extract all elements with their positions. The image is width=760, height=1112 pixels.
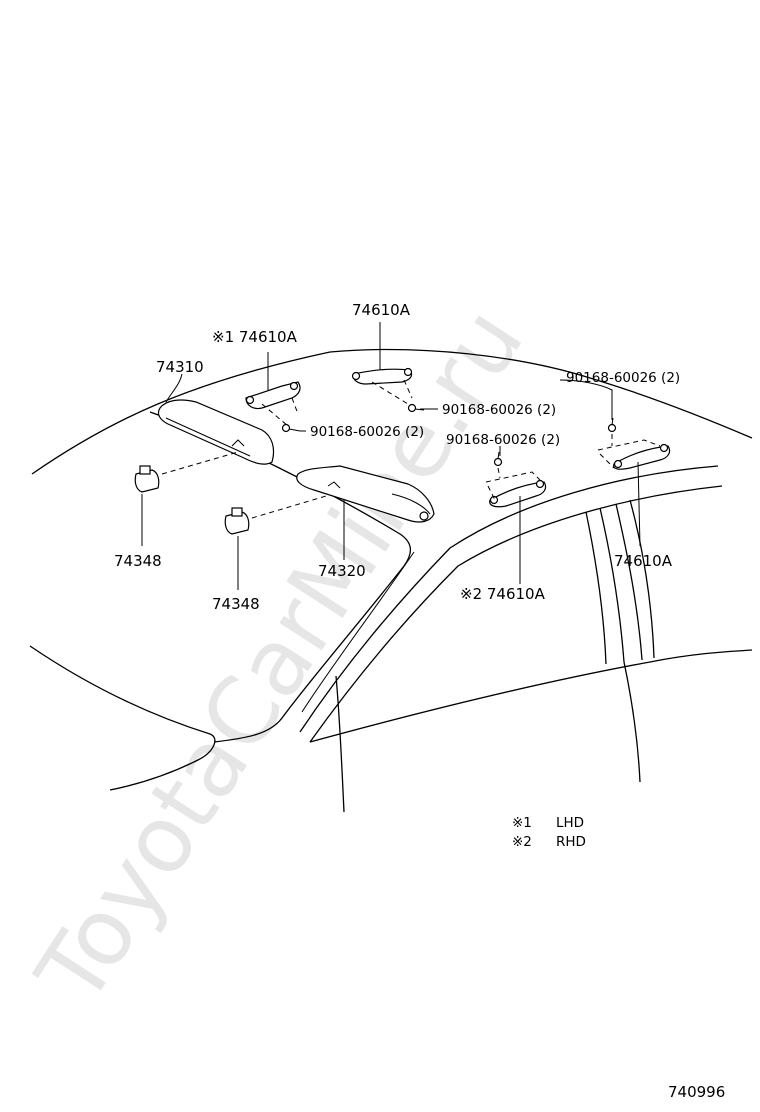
callout-assist-grip-rhd: ※2 74610A [460, 585, 546, 603]
callout-assist-grip-right: 74610A [614, 552, 673, 570]
callout-assist-grip-center: 74610A [352, 301, 411, 319]
visor-holder-1 [134, 465, 160, 493]
assist-grip-rhd [489, 479, 547, 508]
screw-3 [493, 451, 503, 467]
callout-visor-rh: 74320 [318, 562, 366, 580]
legend-mark-1: ※1 [512, 815, 532, 831]
callout-screw-3: 90168-60026 (2) [446, 432, 560, 448]
legend: ※1 LHD ※2 RHD [512, 815, 586, 850]
screw-1 [281, 423, 301, 433]
callout-visor-lh: 74310 [156, 358, 204, 376]
legend-text-1: LHD [556, 815, 584, 831]
legend-text-2: RHD [556, 834, 586, 850]
car-body-outline [29, 348, 753, 813]
callout-screw-4: 90168-60026 (2) [566, 370, 680, 386]
visor-holder-2 [224, 507, 250, 535]
assembly-dashes [161, 379, 661, 519]
callout-assist-grip-lhd: ※1 74610A [212, 328, 298, 346]
screw-4 [607, 417, 617, 433]
assist-grip-right [613, 443, 671, 470]
assist-grip-lhd [245, 381, 301, 410]
legend-mark-2: ※2 [512, 834, 532, 850]
callout-holder-1: 74348 [114, 552, 162, 570]
callout-screw-1: 90168-60026 (2) [310, 424, 424, 440]
figure-number: 740996 [668, 1083, 725, 1101]
assist-grip-center [351, 367, 413, 385]
callout-screw-2: 90168-60026 (2) [442, 402, 556, 418]
sun-visor-rh [296, 465, 435, 523]
sun-visor-lh [157, 399, 275, 465]
callouts: 74610A ※1 74610A 74310 90168-60026 (2) 9… [114, 301, 680, 613]
screw-2 [407, 403, 425, 413]
leader-lines [141, 322, 641, 590]
callout-holder-2: 74348 [212, 595, 260, 613]
